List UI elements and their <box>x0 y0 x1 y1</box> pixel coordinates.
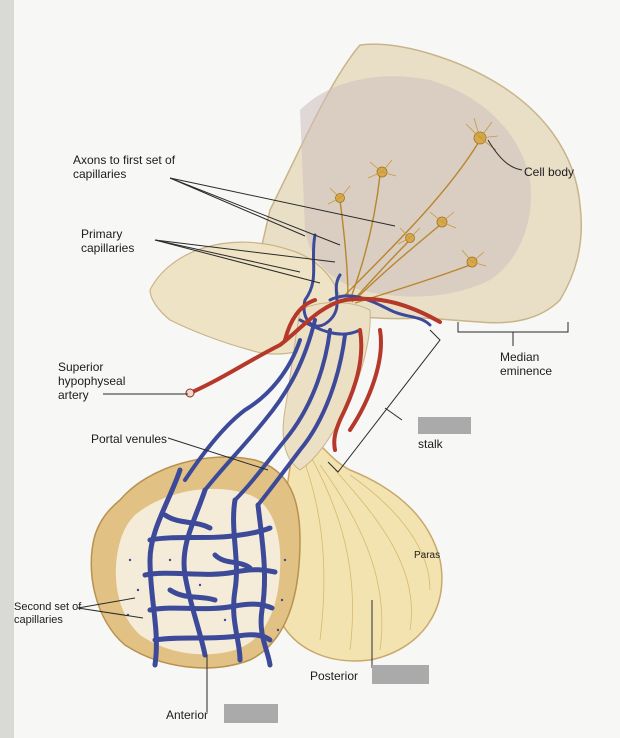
paras-label: Paras <box>414 550 441 561</box>
stalk-answer-blank <box>418 417 471 434</box>
page-edge-shadow <box>0 0 14 738</box>
cell-body-label: Cell body <box>524 165 575 179</box>
superior-hypophyseal-artery <box>188 296 442 452</box>
portal-venules <box>183 318 347 507</box>
neuron-dendrites <box>327 117 499 267</box>
axons-label: Axons to first set of capillaries <box>73 153 176 181</box>
artery-cut-end <box>185 388 195 398</box>
leader-lines <box>77 139 569 712</box>
second-set-of-capillaries-label: Second set of capillaries <box>14 601 82 626</box>
median-eminence-label: Median eminence <box>500 350 553 378</box>
anterior-answer-blank <box>224 704 278 723</box>
portal-venules-label: Portal venules <box>91 432 168 446</box>
posterior-label: Posterior <box>310 669 359 683</box>
posterior-lobe-fibers <box>299 449 431 651</box>
superior-hypophyseal-artery-label: Superior hypophyseal artery <box>58 360 126 402</box>
secondary-capillary-plexus <box>142 467 278 668</box>
capillary-dots <box>126 558 287 632</box>
primary-capillaries-label: Primary capillaries <box>81 227 135 255</box>
stalk-label: stalk <box>418 437 443 451</box>
anterior-label: Anterior <box>166 708 209 722</box>
posterior-answer-blank <box>372 665 429 684</box>
